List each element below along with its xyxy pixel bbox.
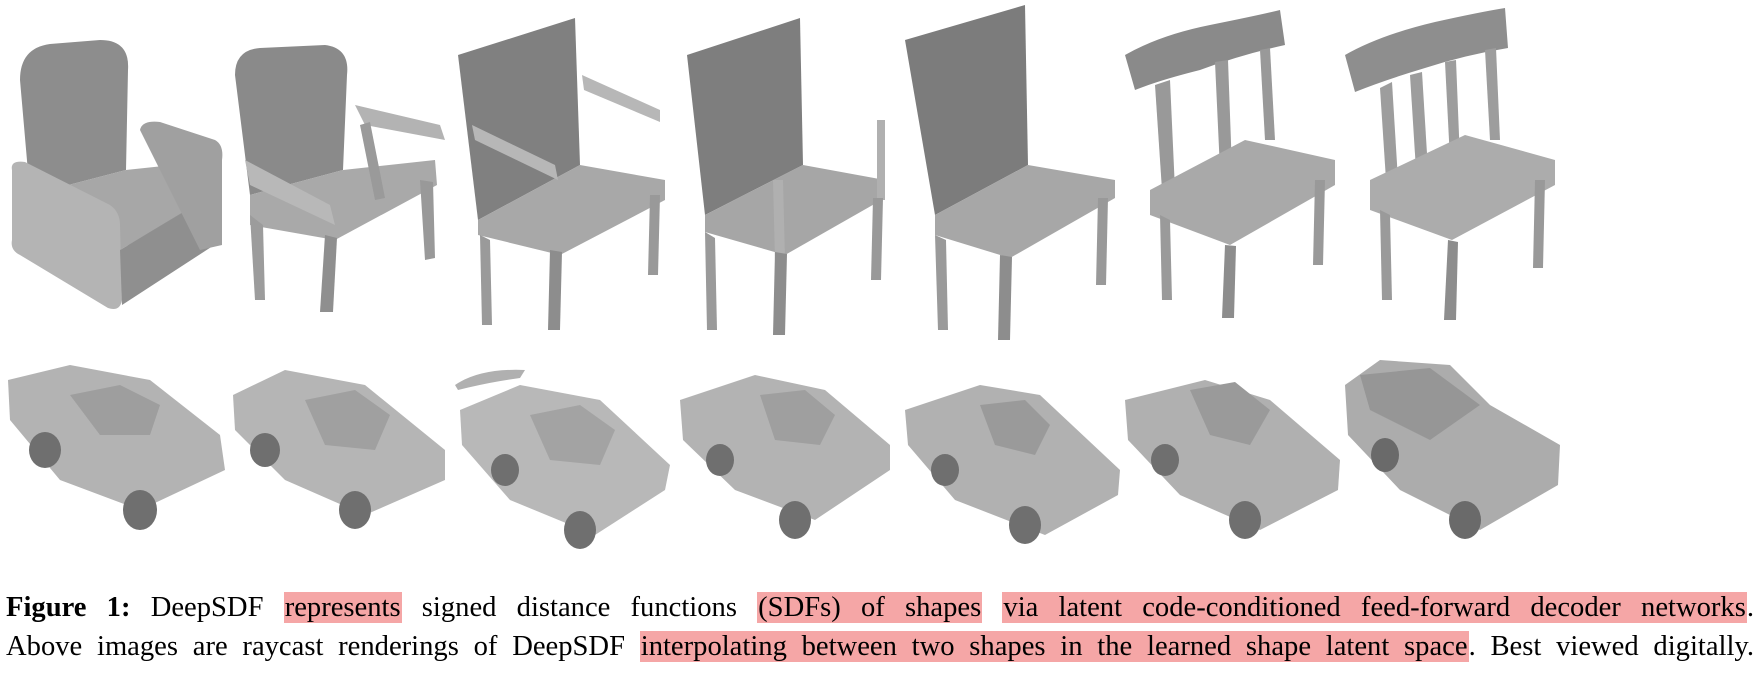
caption-highlight: (SDFs) of shapes bbox=[757, 592, 983, 623]
chair-render bbox=[900, 0, 1125, 360]
car-render bbox=[225, 360, 450, 565]
chair-render bbox=[450, 0, 675, 360]
chair-render bbox=[1120, 0, 1345, 360]
caption-segment bbox=[982, 592, 1002, 623]
chair-render bbox=[675, 0, 900, 360]
caption-segment: . bbox=[1746, 592, 1754, 623]
chair-render bbox=[225, 0, 455, 360]
car-interpolation-row bbox=[0, 360, 1758, 565]
caption-segment: Above images are raycast renderings of D… bbox=[6, 631, 640, 662]
caption-line-1: Figure 1: DeepSDF represents signed dist… bbox=[6, 588, 1754, 627]
caption-highlight: interpolating between two shapes in the … bbox=[639, 631, 1469, 662]
caption-segment: signed distance functions bbox=[401, 592, 758, 623]
figure-image-grid bbox=[0, 0, 1758, 565]
figure-caption: Figure 1: DeepSDF represents signed dist… bbox=[6, 588, 1754, 666]
figure-label: Figure 1: bbox=[6, 592, 131, 623]
car-render bbox=[1120, 360, 1345, 565]
caption-highlight: via latent code-conditioned feed-forward… bbox=[1002, 592, 1747, 623]
chair-render bbox=[1340, 0, 1565, 360]
caption-line-2: Above images are raycast renderings of D… bbox=[6, 627, 1754, 666]
car-render bbox=[675, 360, 900, 565]
car-render bbox=[900, 360, 1125, 565]
car-render bbox=[1340, 360, 1565, 565]
car-render bbox=[0, 360, 230, 565]
car-render bbox=[450, 360, 675, 565]
chair-interpolation-row bbox=[0, 0, 1565, 360]
caption-segment: . Best viewed digitally. bbox=[1468, 631, 1755, 662]
caption-highlight: represents bbox=[283, 592, 402, 623]
caption-segment: DeepSDF bbox=[150, 592, 284, 623]
chair-render bbox=[0, 0, 235, 360]
